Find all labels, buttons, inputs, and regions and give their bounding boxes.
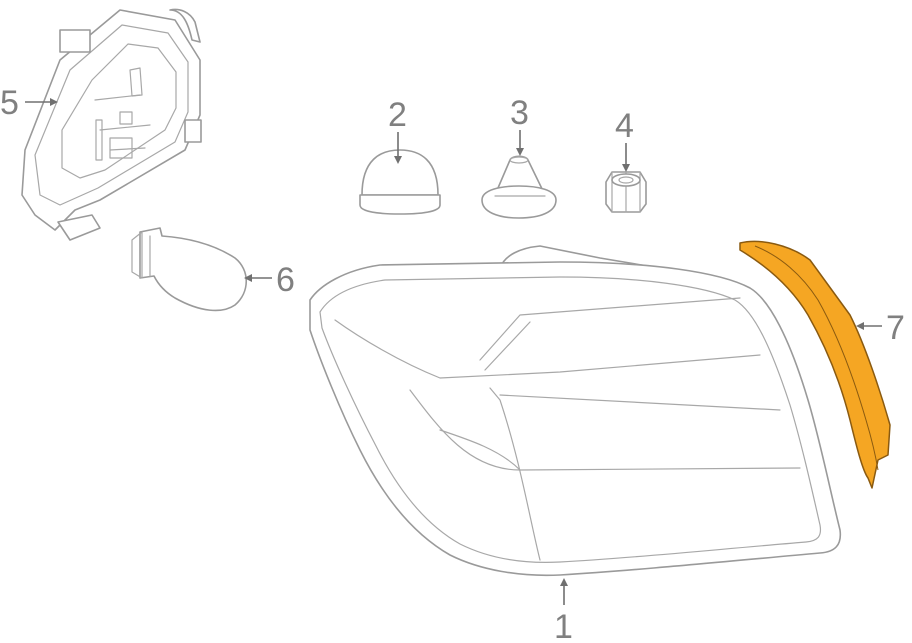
- part-3-grommet: [481, 155, 557, 219]
- callout-2: 2: [388, 96, 407, 134]
- callout-arrows: [25, 98, 882, 605]
- callout-7: 7: [886, 309, 905, 347]
- part-2-cap: [359, 149, 441, 215]
- callout-6: 6: [276, 261, 295, 299]
- part-7-trim-strip: [739, 240, 891, 489]
- trim-strip-shape: [739, 240, 891, 489]
- part-4-nut: [605, 171, 647, 213]
- callout-1: 1: [554, 608, 573, 643]
- callout-labels: 5 2 3 4 6 7 1: [0, 84, 905, 643]
- callout-5: 5: [0, 84, 19, 122]
- callout-4: 4: [615, 107, 634, 145]
- part-5-bulb-holder: [21, 8, 202, 241]
- callout-3: 3: [510, 94, 529, 132]
- part-1-tail-lamp: [309, 245, 842, 577]
- part-6-bulb: [131, 227, 248, 312]
